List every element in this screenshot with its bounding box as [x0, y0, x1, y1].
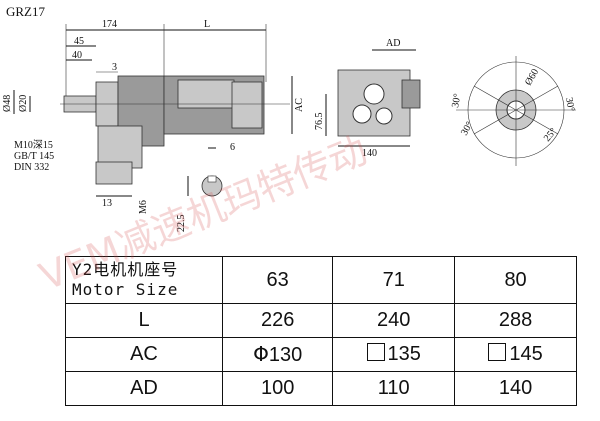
cell-L-63: 226: [221, 303, 334, 338]
header-label: Y2电机机座号 Motor Size: [65, 256, 223, 304]
row-label-AC: AC: [65, 337, 223, 372]
dim-L: L: [204, 19, 210, 30]
dim-76-5: 76.5: [314, 113, 325, 131]
dim-140: 140: [362, 148, 377, 159]
dim-AC: AC: [294, 98, 305, 112]
dim-174: 174: [102, 19, 117, 30]
cell-AC-63-value: 130: [268, 344, 303, 366]
table-row: AD 100 110 140: [65, 371, 577, 406]
cell-AC-71: 135: [332, 337, 456, 372]
cell-L-80: 288: [454, 303, 577, 338]
cell-AC-71-value: 135: [387, 343, 421, 365]
dim-40: 40: [72, 50, 82, 61]
angle-30c: 30°: [459, 120, 476, 138]
motor-size-table: Y2电机机座号 Motor Size 63 71 80 L 226 240 28…: [65, 256, 577, 406]
front-bore-right: [375, 107, 393, 125]
cell-AD-80: 140: [454, 371, 577, 406]
angle-25: 25°: [542, 126, 559, 144]
cell-AC-63: Φ130: [221, 337, 334, 372]
angle-30a: 30°: [450, 93, 463, 109]
gearbox-lower: [97, 125, 143, 169]
technical-drawing: 174 L 45 40 3 Ø48 Ø20 AC 13 M6 6 22.5 AD…: [2, 19, 576, 233]
header-label-cn: Y2电机机座号: [72, 260, 179, 279]
front-bore-top: [363, 83, 385, 105]
dim-45: 45: [74, 36, 84, 47]
cell-AD-71: 110: [332, 371, 456, 406]
header-size-71: 71: [332, 256, 456, 304]
row-label-L: L: [65, 303, 223, 338]
dim-M6: M6: [138, 200, 149, 214]
table-header-row: Y2电机机座号 Motor Size 63 71 80: [65, 256, 577, 304]
dim-22-5: 22.5: [176, 215, 187, 233]
motor-terminal-box: [177, 79, 235, 109]
front-motor-box: [401, 79, 421, 109]
header-size-63: 63: [221, 256, 334, 304]
header-size-80: 80: [454, 256, 577, 304]
table-row: AC Φ130 135 145: [65, 337, 577, 372]
angle-30b: 30°: [563, 97, 576, 113]
square-symbol: [366, 343, 385, 361]
dim-d60: Ø60: [523, 67, 541, 87]
dim-3: 3: [112, 62, 117, 73]
shaft-detail: [95, 161, 133, 185]
dim-6: 6: [230, 142, 235, 153]
front-bore-left: [352, 104, 372, 124]
row-label-AD: AD: [65, 371, 223, 406]
diameter-symbol: Φ: [253, 342, 269, 366]
cell-AD-63: 100: [221, 371, 334, 406]
cell-AC-80: 145: [454, 337, 577, 372]
dim-d48: Ø48: [2, 95, 13, 112]
spec-notes: M10深15 GB/T 145 DIN 332: [14, 140, 54, 173]
dim-d20: Ø20: [18, 95, 29, 112]
spec-standard-din: DIN 332: [14, 162, 50, 173]
header-label-en: Motor Size: [72, 280, 179, 299]
table-row: L 226 240 288: [65, 303, 577, 338]
square-symbol: [488, 343, 507, 361]
spec-standard-gb: GB/T 145: [14, 151, 55, 162]
model-title: GRZ17: [6, 4, 45, 19]
cell-L-71: 240: [332, 303, 456, 338]
motor-fan-cover: [231, 81, 263, 129]
dim-13: 13: [102, 198, 112, 209]
dim-AD: AD: [386, 38, 400, 49]
cell-AC-80-value: 145: [509, 343, 543, 365]
spec-thread: M10深15: [14, 140, 53, 151]
keyway-slot: [207, 175, 217, 183]
